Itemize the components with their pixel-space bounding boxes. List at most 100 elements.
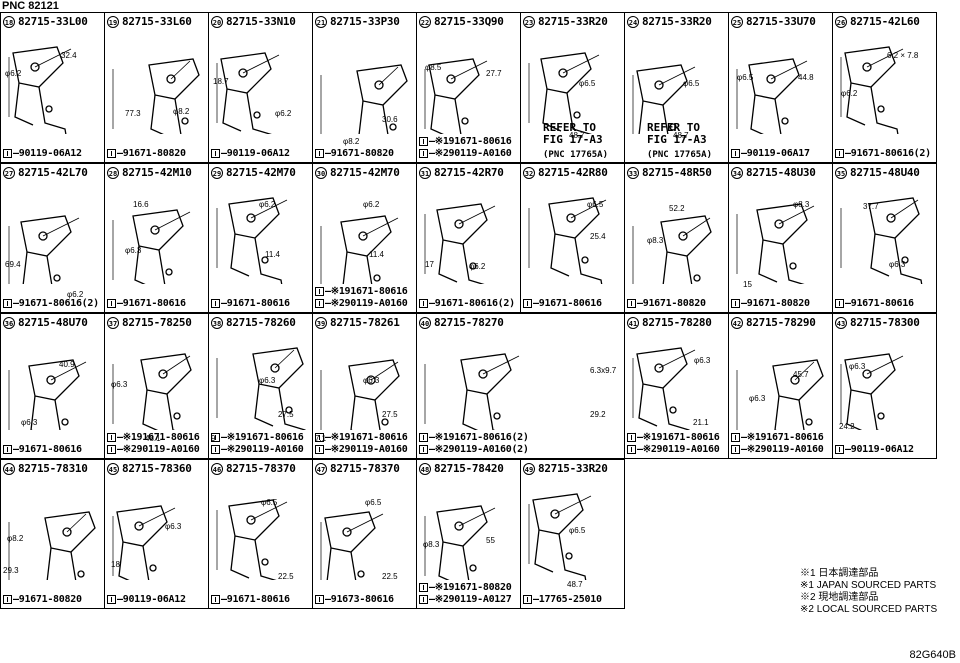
fastener-part-number[interactable]: ※290119-A0160 xyxy=(746,444,824,455)
fastener-part-number[interactable]: 91671-80820 xyxy=(746,298,810,309)
fastener-part-number[interactable]: ※191671-80616 xyxy=(746,432,824,443)
fastener-part-number[interactable]: 91671-80616 xyxy=(122,298,186,309)
part-number[interactable]: 82715-33R20 xyxy=(538,462,608,475)
refer-to-note[interactable]: REFER TO FIG 17-A3 xyxy=(647,121,707,146)
leader-dash: — xyxy=(117,148,123,159)
part-number[interactable]: 82715-33L60 xyxy=(122,15,192,28)
dimension-label: φ6.5 xyxy=(683,79,700,88)
part-number[interactable]: 82715-42M70 xyxy=(226,166,296,179)
leader-dash: — xyxy=(117,594,123,605)
fastener-row: —※191671-80616 xyxy=(731,432,824,444)
part-number[interactable]: 82715-48R50 xyxy=(642,166,712,179)
bolt-icon xyxy=(107,594,116,604)
fastener-part-number[interactable]: ※290119-A0160 xyxy=(330,444,408,455)
fastener-part-number[interactable]: ※290119-A0160 xyxy=(434,148,512,159)
dimension-label: φ6.3 xyxy=(165,522,182,531)
fastener-part-number[interactable]: 90119-06A12 xyxy=(850,444,914,455)
part-number[interactable]: 82715-42R70 xyxy=(434,166,504,179)
fastener-part-number[interactable]: ※191671-80616 xyxy=(330,432,408,443)
fastener-part-number[interactable]: ※290119-A0160 xyxy=(642,444,720,455)
fastener-part-number[interactable]: 91671-80616(2) xyxy=(850,148,931,159)
part-number[interactable]: 82715-78261 xyxy=(330,316,400,329)
fastener-part-number[interactable]: ※191671-80616 xyxy=(226,432,304,443)
part-number[interactable]: 82715-78360 xyxy=(122,462,192,475)
part-number[interactable]: 82715-33R20 xyxy=(538,15,608,28)
fastener-part-number[interactable]: ※191671-80616 xyxy=(330,286,408,297)
dimension-label: φ6.2 xyxy=(275,109,292,118)
fastener-part-number[interactable]: 90119-06A12 xyxy=(18,148,82,159)
part-number[interactable]: 82715-48U40 xyxy=(850,166,920,179)
fastener-part-number[interactable]: ※191671-80616 xyxy=(642,432,720,443)
part-number[interactable]: 82715-33L00 xyxy=(18,15,88,28)
fastener-row: —90119-06A17 xyxy=(731,148,810,160)
part-number[interactable]: 82715-78420 xyxy=(434,462,504,475)
fastener-part-number[interactable]: 91671-80616 xyxy=(226,594,290,605)
dimension-label: 6.2 × 7.8 xyxy=(887,51,919,60)
callout-number: 31 xyxy=(419,166,431,179)
fastener-part-number[interactable]: ※191671-80820 xyxy=(434,582,512,593)
fastener-part-number[interactable]: 91671-80616(2) xyxy=(434,298,515,309)
part-number[interactable]: 82715-42L70 xyxy=(18,166,88,179)
fastener-part-number[interactable]: 91671-80616 xyxy=(538,298,602,309)
fastener-part-number[interactable]: ※191671-80616 xyxy=(122,432,200,443)
dimension-label: 18.7 xyxy=(213,77,229,86)
fastener-part-number[interactable]: ※191671-80616(2) xyxy=(434,432,529,443)
fastener-part-number[interactable]: ※290119-A0160 xyxy=(122,444,200,455)
fastener-part-number[interactable]: 91671-80616 xyxy=(850,298,914,309)
callout-number: 48 xyxy=(419,462,431,475)
dimension-label: 7.1 xyxy=(315,434,327,443)
fastener-list: —※191671-80616—※290119-A0160 xyxy=(315,432,408,456)
fastener-part-number[interactable]: 91671-80616 xyxy=(18,444,82,455)
part-number[interactable]: 82715-78270 xyxy=(434,316,504,329)
part-number[interactable]: 82715-78310 xyxy=(18,462,88,475)
bracket-drawing xyxy=(424,353,520,430)
part-number[interactable]: 82715-48U70 xyxy=(18,316,88,329)
part-number[interactable]: 82715-42R80 xyxy=(538,166,608,179)
part-number[interactable]: 82715-78300 xyxy=(850,316,920,329)
fastener-part-number[interactable]: 90119-06A12 xyxy=(226,148,290,159)
fastener-part-number[interactable]: 91671-80820 xyxy=(18,594,82,605)
part-number[interactable]: 82715-42M10 xyxy=(122,166,192,179)
bolt-icon xyxy=(627,444,636,454)
fastener-list: —90119-06A17 xyxy=(731,148,810,160)
part-number[interactable]: 82715-33N10 xyxy=(226,15,296,28)
part-number[interactable]: 82715-33U70 xyxy=(746,15,816,28)
callout-number: 29 xyxy=(211,166,223,179)
part-number[interactable]: 82715-48U30 xyxy=(746,166,816,179)
fastener-part-number[interactable]: 91673-80616 xyxy=(330,594,394,605)
fastener-part-number[interactable]: 90119-06A17 xyxy=(746,148,810,159)
fastener-part-number[interactable]: 91671-80616 xyxy=(226,298,290,309)
fastener-row: —91671-80616 xyxy=(3,444,82,456)
fastener-part-number[interactable]: ※290119-A0160 xyxy=(226,444,304,455)
dimension-label: 9 xyxy=(211,434,216,443)
part-number[interactable]: 82715-78290 xyxy=(746,316,816,329)
fastener-part-number[interactable]: 17765-25010 xyxy=(538,594,602,605)
fastener-part-number[interactable]: 90119-06A12 xyxy=(122,594,186,605)
fastener-part-number[interactable]: 91671-80820 xyxy=(330,148,394,159)
fastener-part-number[interactable]: ※290119-A0127 xyxy=(434,594,512,605)
fastener-part-number[interactable]: 91671-80616(2) xyxy=(18,298,99,309)
part-number[interactable]: 82715-33Q90 xyxy=(434,15,504,28)
fastener-row: —※290119-A0160 xyxy=(627,444,720,456)
fastener-part-number[interactable]: ※290119-A0160(2) xyxy=(434,444,529,455)
part-number[interactable]: 82715-78280 xyxy=(642,316,712,329)
part-number[interactable]: 82715-78370 xyxy=(226,462,296,475)
part-number[interactable]: 82715-78260 xyxy=(226,316,296,329)
part-number[interactable]: 82715-78370 xyxy=(330,462,400,475)
leader-dash: — xyxy=(221,444,227,455)
fastener-part-number[interactable]: ※191671-80616 xyxy=(434,136,512,147)
refer-to-note[interactable]: REFER TO FIG 17-A3 xyxy=(543,121,603,146)
part-number[interactable]: 82715-78250 xyxy=(122,316,192,329)
part-number[interactable]: 82715-42M70 xyxy=(330,166,400,179)
callout-number: 40 xyxy=(419,316,431,329)
part-number[interactable]: 82715-33P30 xyxy=(330,15,400,28)
fastener-part-number[interactable]: ※290119-A0160 xyxy=(330,298,408,309)
leader-dash: — xyxy=(429,444,435,455)
fastener-part-number[interactable]: 91671-80820 xyxy=(122,148,186,159)
part-number[interactable]: 82715-33R20 xyxy=(642,15,712,28)
part-number[interactable]: 82715-42L60 xyxy=(850,15,920,28)
fastener-part-number[interactable]: 91671-80820 xyxy=(642,298,706,309)
